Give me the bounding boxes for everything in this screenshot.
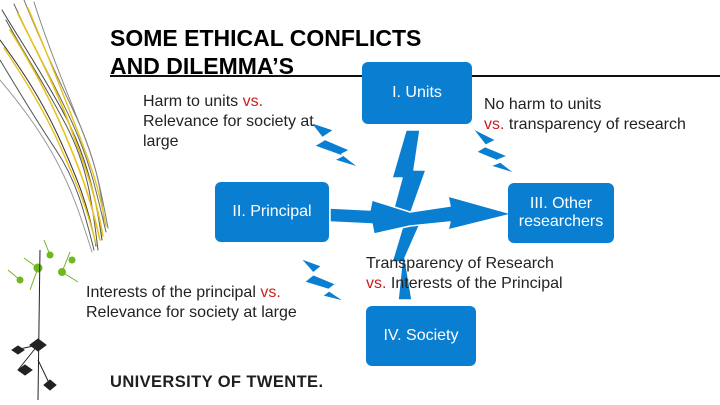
box-other-researchers: III. Other researchers	[508, 183, 614, 243]
bolt-top-right	[471, 127, 517, 175]
box-principal: II. Principal	[215, 182, 329, 242]
title-line-1: SOME ETHICAL CONFLICTS	[110, 25, 422, 51]
conflict-top-right: No harm to units vs. transparency of res…	[484, 96, 686, 133]
title-line-2: AND DILEMMA’S	[110, 53, 294, 79]
university-logo: UNIVERSITY OF TWENTE.	[110, 373, 324, 391]
arrow-horizontal	[329, 195, 513, 235]
slide-title: SOME ETHICAL CONFLICTS AND DILEMMA’S	[110, 24, 421, 80]
box-units: I. Units	[362, 62, 472, 124]
bolt-top-left	[309, 121, 361, 169]
conflict-top-left: Harm to units vs. Relevance for society …	[143, 93, 314, 150]
conflict-bottom-left: Interests of the principal vs. Relevance…	[86, 284, 297, 321]
conflict-bottom-right: Transparency of Research vs. Interests o…	[366, 255, 563, 292]
bolt-bottom-left	[299, 257, 347, 303]
box-society: IV. Society	[366, 306, 476, 366]
